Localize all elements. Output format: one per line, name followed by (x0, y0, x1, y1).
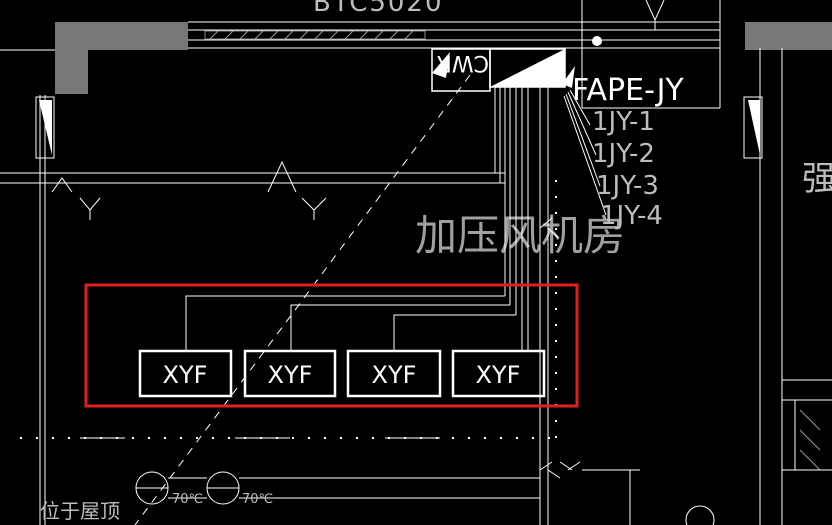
branch-label-1: 1JY-1 (592, 107, 655, 137)
right-wall (743, 48, 832, 525)
fire-dampers (135, 461, 715, 525)
bottom-left-note: 位于屋顶 (40, 499, 120, 523)
temp-label-1: 70℃ (172, 492, 203, 507)
control-cabinet (431, 48, 575, 92)
leader-lines (563, 89, 607, 216)
right-edge-room-char: 强 (802, 159, 832, 199)
xyf-device-label: XYF (163, 361, 208, 389)
xyf-device-4: XYF (451, 349, 546, 398)
xyf-device-1: XYF (138, 349, 233, 398)
top-wall (55, 21, 832, 94)
top-drawing-label: BTC5020 (313, 0, 444, 18)
xyf-device-label: XYF (476, 361, 521, 389)
red-highlight-box (84, 283, 579, 408)
branch-label-2: 1JY-2 (592, 139, 655, 169)
cabinet-left-label: CWR (437, 50, 489, 75)
left-wall (0, 49, 55, 525)
diagonal-dashed-line (134, 74, 471, 525)
branch-label-4: 1JY-4 (600, 201, 663, 231)
branch-label-3: 1JY-3 (596, 171, 659, 201)
room-label: 加压风机房 (415, 211, 625, 260)
temp-label-2: 70℃ (242, 492, 273, 507)
xyf-device-2: XYF (243, 349, 337, 398)
xyf-device-label: XYF (268, 361, 313, 389)
xyf-device-label: XYF (372, 361, 417, 389)
cable-run-with-y-symbols (0, 160, 505, 220)
top-right-fixture (581, 0, 721, 109)
cabinet-right-label: FAPE-JY (572, 73, 684, 108)
cable-risers (494, 87, 559, 525)
xyf-device-3: XYF (346, 349, 442, 398)
xyf-feed-lines (185, 295, 516, 351)
